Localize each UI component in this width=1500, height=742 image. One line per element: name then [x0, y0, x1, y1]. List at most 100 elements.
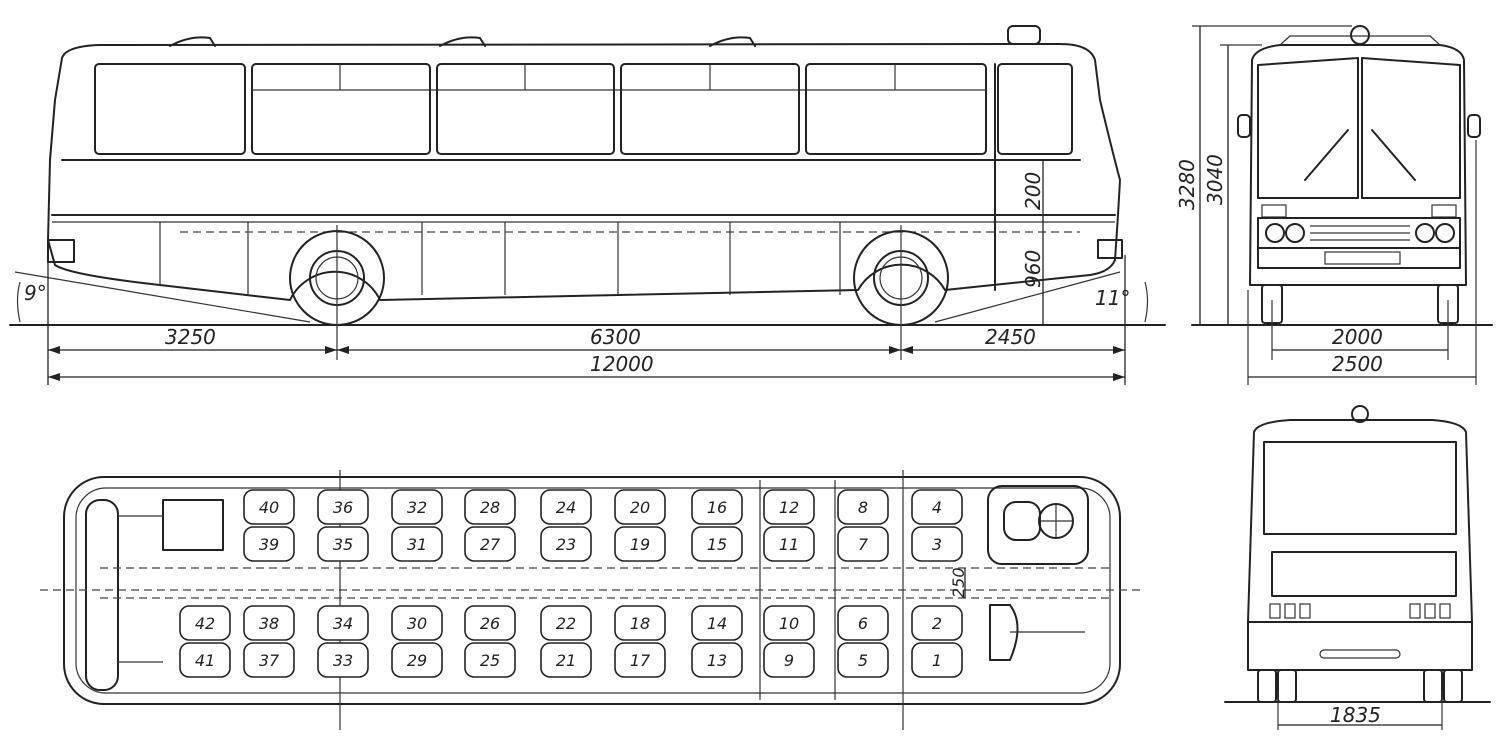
approach-angle-line [14, 271, 311, 323]
rear-bumper-rear [1247, 621, 1473, 671]
driver-seat [1003, 501, 1041, 541]
seat [763, 642, 815, 678]
front-marker-right [1431, 204, 1457, 218]
seat-number: 20 [630, 498, 650, 517]
headlight [1265, 223, 1285, 243]
rear-body-outline [1247, 419, 1473, 623]
seat-number: 32 [407, 498, 427, 517]
seat [691, 605, 743, 641]
seat-group: 1234567891011121314151617181920212223242… [179, 489, 963, 678]
seat-number: 8 [858, 498, 868, 517]
roof-vent [439, 36, 486, 47]
seat-number: 14 [707, 614, 727, 633]
seat-number: 23 [556, 535, 576, 554]
seat [691, 642, 743, 678]
seat [837, 489, 889, 525]
overall-width-label: 2500 [1332, 352, 1383, 376]
roof-vent [169, 36, 216, 47]
seat-number: 16 [707, 498, 727, 517]
seat-number: 25 [480, 651, 500, 670]
rear-plate [1319, 649, 1401, 659]
rear-window-bench [85, 499, 119, 691]
seat [391, 605, 443, 641]
seat-number: 38 [259, 614, 279, 633]
seat-number: 17 [630, 651, 651, 670]
seat-number: 35 [333, 535, 353, 554]
seat [540, 526, 592, 562]
dim-arrows [48, 346, 1125, 381]
departure-angle-line [934, 271, 1121, 323]
floor-step-label: 200 [1021, 172, 1045, 210]
seat [614, 526, 666, 562]
seat [691, 489, 743, 525]
wiper-left [1304, 129, 1349, 181]
seat-number: 28 [480, 498, 500, 517]
rear-light [1409, 603, 1421, 619]
seat-number: 34 [333, 614, 353, 633]
seat [763, 526, 815, 562]
front-marker-left [1261, 204, 1287, 218]
overall-length-label: 12000 [590, 352, 654, 376]
seat [614, 489, 666, 525]
wiper-right [1371, 129, 1416, 181]
seat [179, 642, 231, 678]
seat [540, 489, 592, 525]
approach-angle-arc [16, 281, 21, 323]
plate-box [1324, 251, 1401, 265]
seat-number: 11 [779, 535, 799, 554]
rear-light [1439, 603, 1451, 619]
seat-number: 31 [407, 535, 427, 554]
roof-vent [709, 36, 756, 47]
seat-number: 1 [932, 651, 942, 670]
seat [179, 605, 231, 641]
rear-wheel-left-inner [1277, 669, 1297, 703]
seat-number: 10 [779, 614, 799, 633]
seat [911, 605, 963, 641]
headlight [1435, 223, 1455, 243]
seat [837, 605, 889, 641]
seat [540, 605, 592, 641]
seat-number: 33 [333, 651, 353, 670]
side-window [805, 63, 987, 155]
seat-number: 39 [259, 535, 279, 554]
seat [763, 605, 815, 641]
headlight [1415, 223, 1435, 243]
driver-cabin [987, 485, 1089, 565]
rear-wheel-right [1443, 669, 1463, 703]
rear-wheel-left [1257, 669, 1277, 703]
seat-number: 27 [480, 535, 501, 554]
seat-number: 12 [779, 498, 799, 517]
overall-height-label: 3280 [1175, 159, 1199, 210]
rear-light [1284, 603, 1296, 619]
side-body-outline [47, 43, 1121, 301]
seat [911, 642, 963, 678]
rear-window [1263, 441, 1457, 535]
seat [243, 489, 295, 525]
side-view: 9° 11° 200 960 3250 6300 2450 12000 [9, 25, 1166, 385]
rear-light [1269, 603, 1281, 619]
seat-number: 22 [556, 614, 576, 633]
seat [464, 489, 516, 525]
body-height-label: 3040 [1203, 154, 1227, 205]
seat [763, 489, 815, 525]
seat [614, 642, 666, 678]
aisle-width-label: 250 [949, 567, 968, 598]
seat-number: 41 [195, 651, 215, 670]
door-window [997, 63, 1073, 155]
windshield-left [1257, 57, 1359, 199]
front-bumper [1097, 239, 1123, 259]
front-view: 3280 3040 2000 2500 [1175, 25, 1493, 385]
seat-number: 37 [259, 651, 280, 670]
seat [391, 489, 443, 525]
seat [243, 526, 295, 562]
mirror-left [1237, 114, 1251, 138]
seat-number: 42 [195, 614, 215, 633]
seat-number: 30 [407, 614, 427, 633]
seat-number: 29 [407, 651, 427, 670]
seat [911, 489, 963, 525]
seat-number: 15 [707, 535, 727, 554]
wheelbase-label: 6300 [590, 325, 641, 349]
rear-bumper [47, 239, 75, 263]
seat [614, 605, 666, 641]
